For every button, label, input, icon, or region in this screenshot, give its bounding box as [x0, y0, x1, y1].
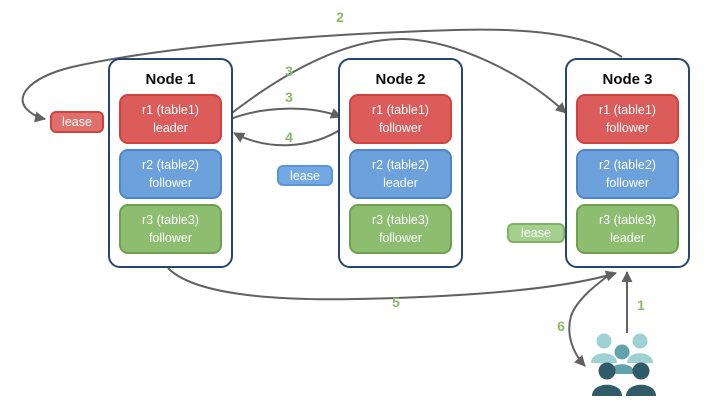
users-icon: [585, 330, 663, 400]
arrow-step5-node1-to-node3: [167, 267, 617, 301]
replica-role: leader: [153, 121, 188, 135]
arrow-step3-node1-to-node3: [227, 37, 567, 117]
replica-r3-node2: r3 (table3) follower: [349, 204, 452, 254]
step-label-5: 5: [392, 294, 400, 310]
lease-tag-green: lease: [507, 223, 565, 243]
step-label-6: 6: [557, 318, 565, 334]
node-title: Node 3: [602, 71, 653, 88]
replica-name: r3 (table3): [142, 212, 199, 227]
replica-role: follower: [148, 176, 193, 190]
replica-role: follower: [148, 231, 193, 245]
replica-name: r2 (table2): [599, 157, 656, 172]
replica-r3-node3: r3 (table3) leader: [576, 204, 679, 254]
replica-name: r2 (table2): [372, 157, 429, 172]
node-1: Node 1 r1 (table1) leader r2 (table2) fo…: [108, 58, 233, 268]
step-label-4: 4: [285, 129, 293, 145]
replica-name: r2 (table2): [142, 157, 199, 172]
replica-role: leader: [610, 231, 645, 245]
replica-role: follower: [605, 176, 650, 190]
node-title: Node 1: [145, 71, 196, 88]
replica-name: r1 (table1): [599, 102, 656, 117]
replica-r2-node1: r2 (table2) follower: [119, 149, 222, 199]
node-3: Node 3 r1 (table1) follower r2 (table2) …: [565, 58, 690, 268]
replica-role: follower: [605, 121, 650, 135]
replica-r1-node3: r1 (table1) follower: [576, 94, 679, 144]
lease-tag-red: lease: [50, 111, 104, 133]
step-label-3a: 3: [285, 63, 293, 79]
arrow-step2-node3-to-lease: [21, 28, 623, 123]
arrow-step4-node2-to-node1: [233, 127, 344, 147]
replica-r1-node2: r1 (table1) follower: [349, 94, 452, 144]
replica-role: follower: [378, 121, 423, 135]
replica-name: r1 (table1): [142, 102, 199, 117]
replica-name: r1 (table1): [372, 102, 429, 117]
replica-role: follower: [378, 231, 423, 245]
node-2: Node 2 r1 (table1) follower r2 (table2) …: [338, 58, 463, 268]
lease-tag-blue: lease: [277, 165, 333, 186]
arrow-step6-node3-to-users: [568, 271, 614, 367]
replica-r2-node2: r2 (table2) leader: [349, 149, 452, 199]
step-label-1: 1: [637, 297, 645, 313]
replica-name: r3 (table3): [599, 212, 656, 227]
replica-r2-node3: r2 (table2) follower: [576, 149, 679, 199]
arrow-step3-node1-to-node2: [227, 107, 342, 121]
step-label-2: 2: [336, 9, 344, 25]
replica-r3-node1: r3 (table3) follower: [119, 204, 222, 254]
replica-r1-node1: r1 (table1) leader: [119, 94, 222, 144]
node-title: Node 2: [375, 71, 426, 88]
replica-name: r3 (table3): [372, 212, 429, 227]
step-label-3b: 3: [285, 89, 293, 105]
replica-role: leader: [383, 176, 418, 190]
